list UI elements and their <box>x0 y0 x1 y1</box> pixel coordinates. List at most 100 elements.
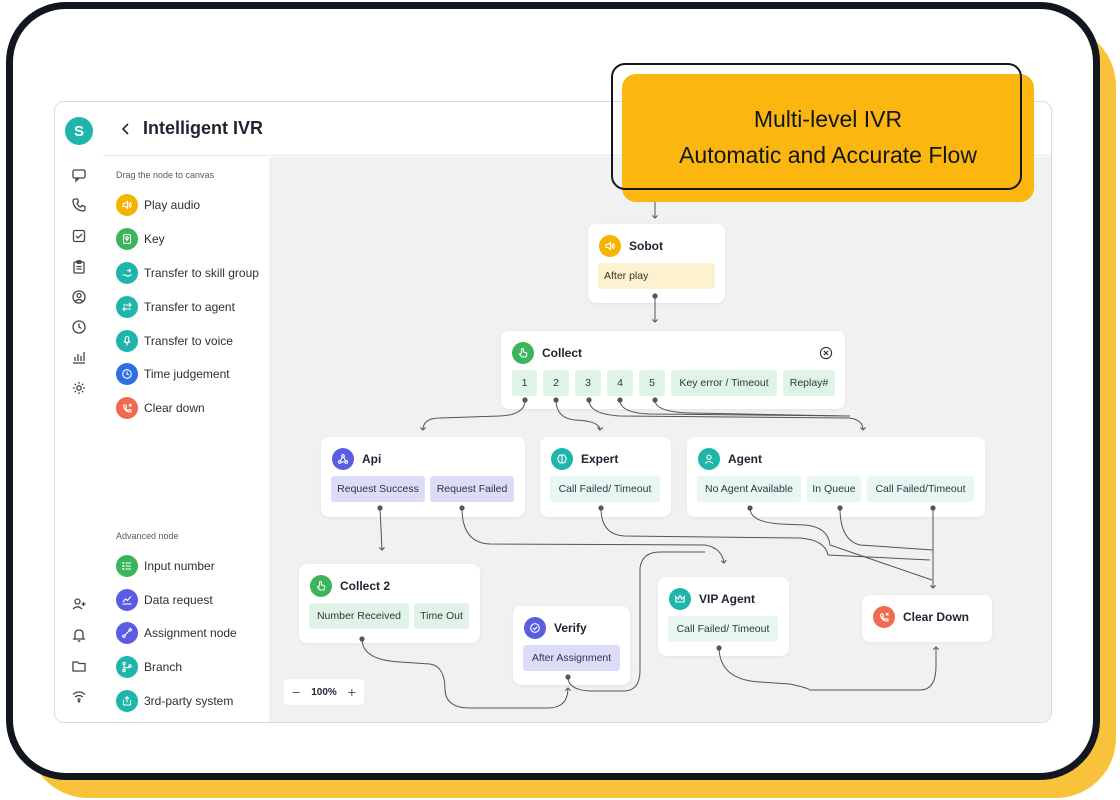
speaker-icon <box>116 194 138 216</box>
banner-subheadline: Automatic and Accurate Flow <box>679 142 977 168</box>
node-clear-down[interactable]: Clear Down <box>862 595 992 642</box>
flow-canvas[interactable]: Sobot After play Collect 1 2 3 4 5 Key e… <box>269 157 1051 722</box>
arrows-icon <box>116 296 138 318</box>
node-api[interactable]: Api Request Success Request Failed <box>321 437 525 517</box>
palette-item-3rd-party[interactable]: 3rd-party system <box>116 689 233 713</box>
avatar[interactable]: S <box>65 117 93 145</box>
user-icon <box>698 448 720 470</box>
chip-key-2[interactable]: 2 <box>543 370 569 396</box>
palette-item-label: Assignment node <box>144 626 237 640</box>
microphone-icon <box>116 330 138 352</box>
palette-item-branch[interactable]: Branch <box>116 655 182 679</box>
chip-call-failed-timeout[interactable]: Call Failed/ Timeout <box>668 616 778 642</box>
node-expert[interactable]: Expert Call Failed/ Timeout <box>540 437 671 517</box>
add-user-icon[interactable] <box>71 596 87 612</box>
phone-icon[interactable] <box>71 197 87 213</box>
palette-item-label: Branch <box>144 660 183 674</box>
chip-call-failed-timeout[interactable]: Call Failed/Timeout <box>867 476 974 502</box>
chip-key-3[interactable]: 3 <box>575 370 601 396</box>
line-chart-icon <box>116 589 138 611</box>
chip-key-4[interactable]: 4 <box>607 370 633 396</box>
node-verify[interactable]: Verify After Assignment <box>513 606 630 685</box>
palette-item-label: Time judgement <box>144 367 230 381</box>
palette-section-label: Advanced node <box>116 531 179 541</box>
palette-item-assignment-node[interactable]: Assignment node <box>116 621 237 645</box>
node-collect[interactable]: Collect 1 2 3 4 5 Key error / Timeout Re… <box>501 331 845 409</box>
palette-item-clear-down[interactable]: Clear down <box>116 396 205 420</box>
palette-item-key[interactable]: Key <box>116 227 165 251</box>
node-agent[interactable]: Agent No Agent Available In Queue Call F… <box>687 437 985 517</box>
node-header: Api <box>332 448 381 470</box>
bar-chart-icon[interactable] <box>71 349 87 365</box>
zoom-out-button[interactable]: − <box>292 684 301 700</box>
chip-after-play[interactable]: After play <box>598 263 715 289</box>
palette-item-label: Data request <box>144 593 213 607</box>
branch-icon <box>116 656 138 678</box>
palette-section-label: Drag the node to canvas <box>116 170 215 180</box>
node-header: Collect 2 <box>310 575 390 597</box>
node-collect-2[interactable]: Collect 2 Number Received Time Out <box>299 564 480 643</box>
zoom-control: − 100% + <box>284 679 364 705</box>
node-header: Collect <box>512 342 582 364</box>
palette-item-transfer-voice[interactable]: Transfer to voice <box>116 329 233 353</box>
wifi-icon[interactable] <box>71 688 87 704</box>
hand-transfer-icon <box>116 262 138 284</box>
chip-key-1[interactable]: 1 <box>512 370 537 396</box>
node-title: Collect 2 <box>340 579 391 593</box>
node-palette: Drag the node to canvas Play audio Key T… <box>103 157 269 722</box>
user-circle-icon[interactable] <box>71 289 87 305</box>
crown-icon <box>669 588 691 610</box>
node-header: Verify <box>524 617 587 639</box>
clipboard-icon[interactable] <box>71 259 87 275</box>
chip-number-received[interactable]: Number Received <box>309 603 409 629</box>
zoom-in-button[interactable]: + <box>347 684 356 700</box>
palette-item-play-audio[interactable]: Play audio <box>116 193 200 217</box>
chip-key-error-timeout[interactable]: Key error / Timeout <box>671 370 777 396</box>
chip-in-queue[interactable]: In Queue <box>807 476 861 502</box>
palette-item-label: Play audio <box>144 198 201 212</box>
icon-rail: S <box>55 102 103 722</box>
chip-request-success[interactable]: Request Success <box>331 476 425 502</box>
palette-item-label: Transfer to skill group <box>144 266 259 280</box>
promo-banner <box>622 74 1034 202</box>
hand-touch-icon <box>512 342 534 364</box>
palette-item-time-judgement[interactable]: Time judgement <box>116 362 230 386</box>
node-sobot[interactable]: Sobot After play <box>588 224 725 303</box>
brain-icon <box>551 448 573 470</box>
top-bar: Intelligent IVR <box>103 102 1051 156</box>
node-title: Sobot <box>629 239 663 253</box>
palette-item-input-number[interactable]: Input number <box>116 554 215 578</box>
palette-item-transfer-skill-group[interactable]: Transfer to skill group <box>116 261 259 285</box>
chip-key-5[interactable]: 5 <box>639 370 665 396</box>
bell-icon[interactable] <box>71 627 87 643</box>
chip-call-failed-timeout[interactable]: Call Failed/ Timeout <box>550 476 660 502</box>
checkbox-icon[interactable] <box>71 228 87 244</box>
clock-icon[interactable] <box>71 319 87 335</box>
palette-item-label: Transfer to voice <box>144 334 233 348</box>
zoom-level: 100% <box>311 686 337 698</box>
chip-after-assignment[interactable]: After Assignment <box>523 645 620 671</box>
palette-item-transfer-agent[interactable]: Transfer to agent <box>116 295 235 319</box>
node-title: Agent <box>728 452 762 466</box>
chip-replay[interactable]: Replay# <box>783 370 835 396</box>
key-icon <box>116 228 138 250</box>
hand-touch-icon <box>310 575 332 597</box>
api-icon <box>332 448 354 470</box>
back-arrow-icon[interactable] <box>117 120 135 138</box>
close-icon[interactable] <box>819 346 833 360</box>
gear-icon[interactable] <box>71 380 87 396</box>
chip-time-out[interactable]: Time Out <box>414 603 469 629</box>
hangup-icon <box>116 397 138 419</box>
list-icon <box>116 555 138 577</box>
palette-item-data-request[interactable]: Data request <box>116 588 213 612</box>
chat-icon[interactable] <box>71 167 87 183</box>
promo-banner-outline <box>611 63 1022 190</box>
node-header: Expert <box>551 448 618 470</box>
node-vip-agent[interactable]: VIP Agent Call Failed/ Timeout <box>658 577 789 656</box>
palette-item-label: 3rd-party system <box>144 694 234 708</box>
chip-no-agent-available[interactable]: No Agent Available <box>697 476 801 502</box>
palette-item-label: Key <box>144 232 165 246</box>
chip-request-failed[interactable]: Request Failed <box>430 476 514 502</box>
folder-icon[interactable] <box>71 658 87 674</box>
verified-icon <box>524 617 546 639</box>
